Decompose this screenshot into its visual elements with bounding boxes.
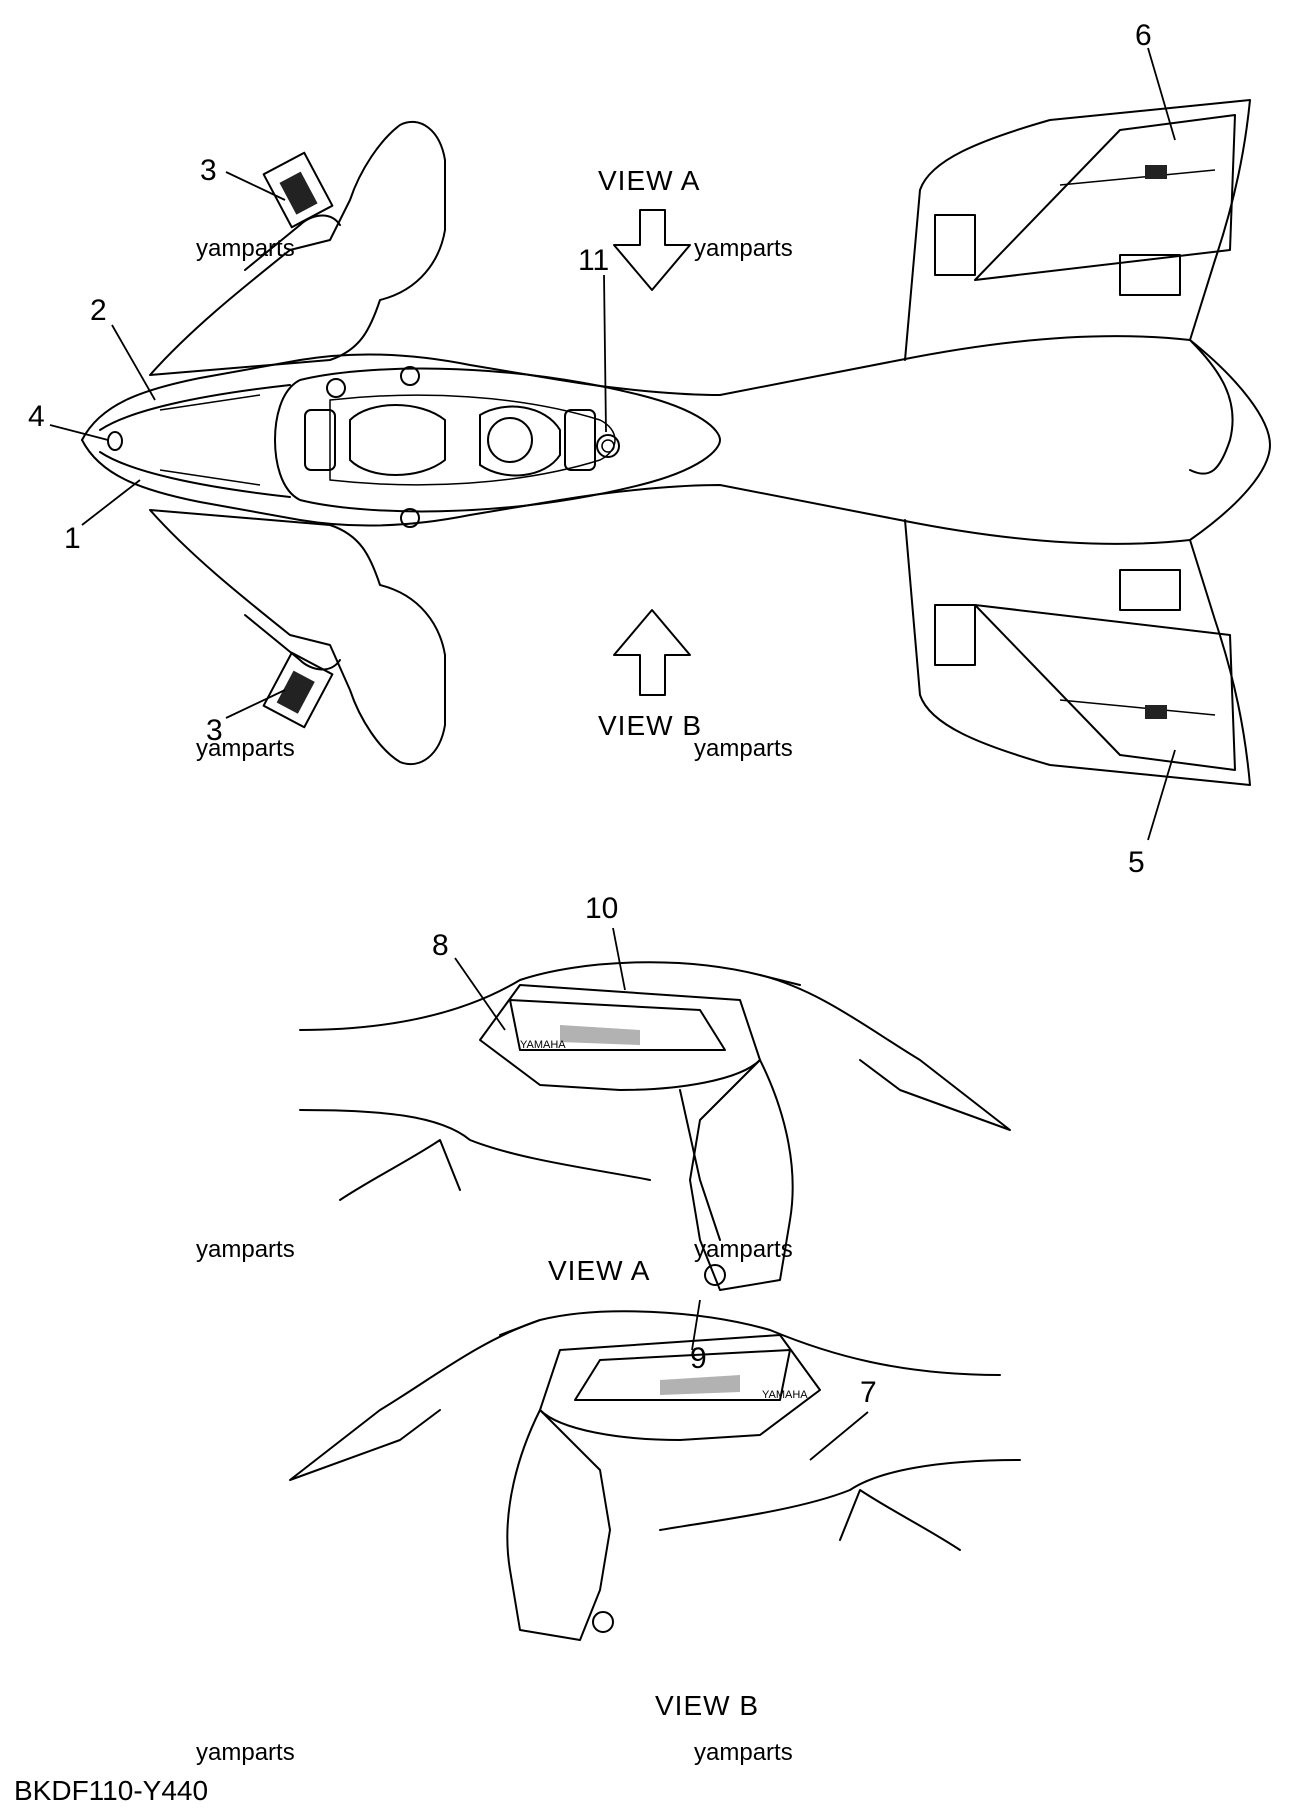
watermark: yamparts — [694, 735, 793, 762]
view-leaders — [454, 927, 869, 1461]
watermark: yamparts — [694, 1236, 793, 1263]
watermark: yamparts — [196, 1739, 295, 1766]
callout-9: 9 — [690, 1342, 707, 1375]
watermark: yamparts — [196, 735, 295, 762]
callout-6: 6 — [1135, 19, 1152, 52]
leader-lines — [49, 47, 1176, 841]
view-b-title: VIEW B — [655, 1690, 759, 1721]
callout-3-lower: 3 — [206, 714, 223, 747]
callout-2: 2 — [90, 294, 107, 327]
watermark: yamparts — [196, 1236, 295, 1263]
callout-8: 8 — [432, 929, 449, 962]
callout-11: 11 — [578, 244, 609, 277]
view-a-title: VIEW A — [548, 1255, 650, 1286]
watermark: yamparts — [694, 235, 793, 262]
view-b-arrow — [613, 609, 691, 696]
diagram-code: BKDF110-Y440 — [14, 1775, 208, 1806]
callout-1: 1 — [64, 522, 81, 555]
view-a-arrow — [613, 209, 691, 291]
decal-brand-text: YAMAHA — [520, 1039, 566, 1051]
view-a-drawing — [299, 961, 1011, 1291]
watermark: yamparts — [694, 1739, 793, 1766]
view-a-arrow-label: VIEW A — [598, 165, 700, 196]
callout-3-upper: 3 — [200, 154, 217, 187]
callout-4: 4 — [28, 400, 45, 433]
decal-brand-text: YAMAHA — [762, 1389, 808, 1401]
watermark: yamparts — [196, 235, 295, 262]
view-b-arrow-label: VIEW B — [598, 710, 702, 741]
top-view-body — [81, 99, 1271, 786]
callout-5: 5 — [1128, 846, 1145, 879]
callout-7: 7 — [860, 1376, 877, 1409]
view-b-drawing — [289, 1310, 1021, 1641]
callout-10: 10 — [585, 892, 618, 925]
